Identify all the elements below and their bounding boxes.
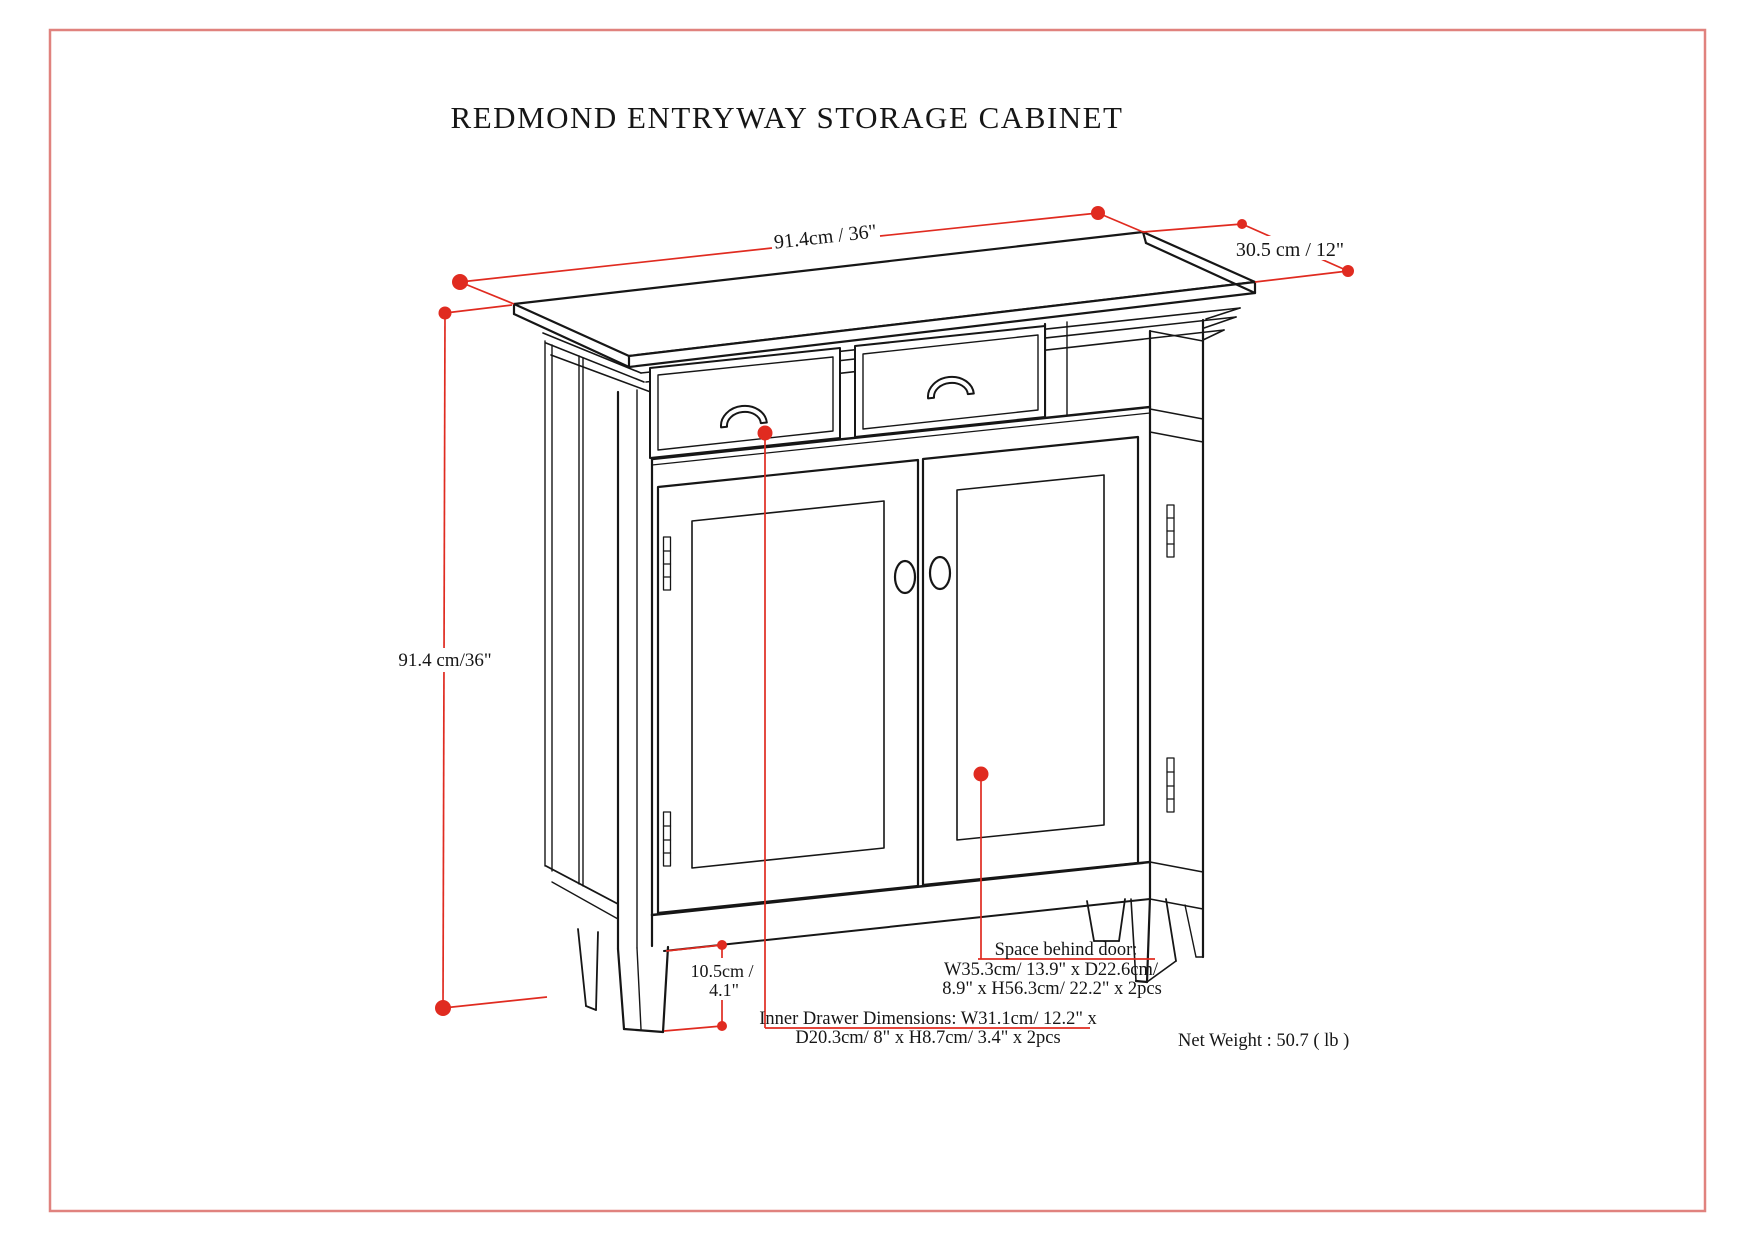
- dot-leg-top: [717, 940, 727, 950]
- label-side-height: 91.4 cm/36": [398, 650, 491, 671]
- leader-space-behind-door: [978, 774, 1155, 960]
- door-left-hinges: [662, 536, 672, 867]
- cabinet-front-right-leg: [1130, 895, 1204, 984]
- door-right: [921, 435, 1140, 887]
- dot-leg-bottom: [717, 1021, 727, 1031]
- dimension-dots: [435, 206, 1354, 1031]
- dimension-annotations: [442, 212, 1349, 1032]
- diagram-title: REDMOND ENTRYWAY STORAGE CABINET: [451, 100, 1124, 135]
- label-leg-height-line2: 4.1": [709, 980, 739, 1000]
- note-inner-drawer-line2: D20.3cm/ 8" x H8.7cm/ 3.4" x 2pcs: [795, 1028, 1060, 1048]
- cabinet-posts: [616, 318, 1205, 959]
- dot-door-leader: [973, 766, 989, 782]
- cabinet-back-right-leg: [1086, 898, 1126, 942]
- dimension-top-width: [459, 212, 1144, 305]
- leader-inner-drawer: [764, 433, 1090, 1029]
- label-top-depth: 30.5 cm / 12": [1236, 239, 1344, 261]
- door-left-knob: [893, 559, 917, 595]
- dot-top-depth-front: [1342, 265, 1354, 277]
- note-space-behind-door-line3: 8.9" x H56.3cm/ 22.2" x 2pcs: [942, 979, 1162, 999]
- label-backplates: [398, 236, 1352, 1000]
- dot-height-bottom: [435, 1000, 451, 1016]
- page-border: [48, 28, 1707, 1213]
- drawer-right-cup-handle: [927, 375, 975, 400]
- cabinet-front-left-leg: [616, 945, 670, 1034]
- drawer-left-cup-handle: [720, 404, 768, 429]
- door-left: [656, 458, 920, 915]
- note-net-weight: Net Weight : 50.7 ( lb ): [1178, 1031, 1349, 1051]
- label-leg-height-line1: 10.5cm /: [691, 961, 754, 981]
- door-right-knob: [928, 555, 952, 591]
- label-top-width: 91.4cm / 36": [773, 220, 878, 253]
- cabinet-back-left-leg: [577, 928, 599, 1011]
- note-inner-drawer-line1: Inner Drawer Dimensions: W31.1cm/ 12.2" …: [759, 1009, 1097, 1029]
- dot-height-top: [438, 306, 452, 320]
- note-space-behind-door-line1: Space behind door:: [995, 940, 1138, 960]
- cabinet-bottom-skirt: [650, 408, 1204, 952]
- cabinet-left-side-panel: [544, 340, 619, 920]
- cabinet-line-art: [512, 230, 1257, 1034]
- drawer-left: [649, 347, 841, 459]
- cabinet-top-slab: [512, 230, 1257, 369]
- door-right-hinges: [1166, 504, 1175, 813]
- dot-drawer-leader: [757, 425, 773, 441]
- dot-top-width-right: [1091, 206, 1105, 220]
- note-space-behind-door-line2: W35.3cm/ 13.9" x D22.6cm/: [944, 960, 1159, 980]
- dot-top-width-left: [452, 274, 468, 290]
- dot-top-depth-back: [1237, 219, 1247, 229]
- cabinet-mid-rail: [650, 405, 1152, 466]
